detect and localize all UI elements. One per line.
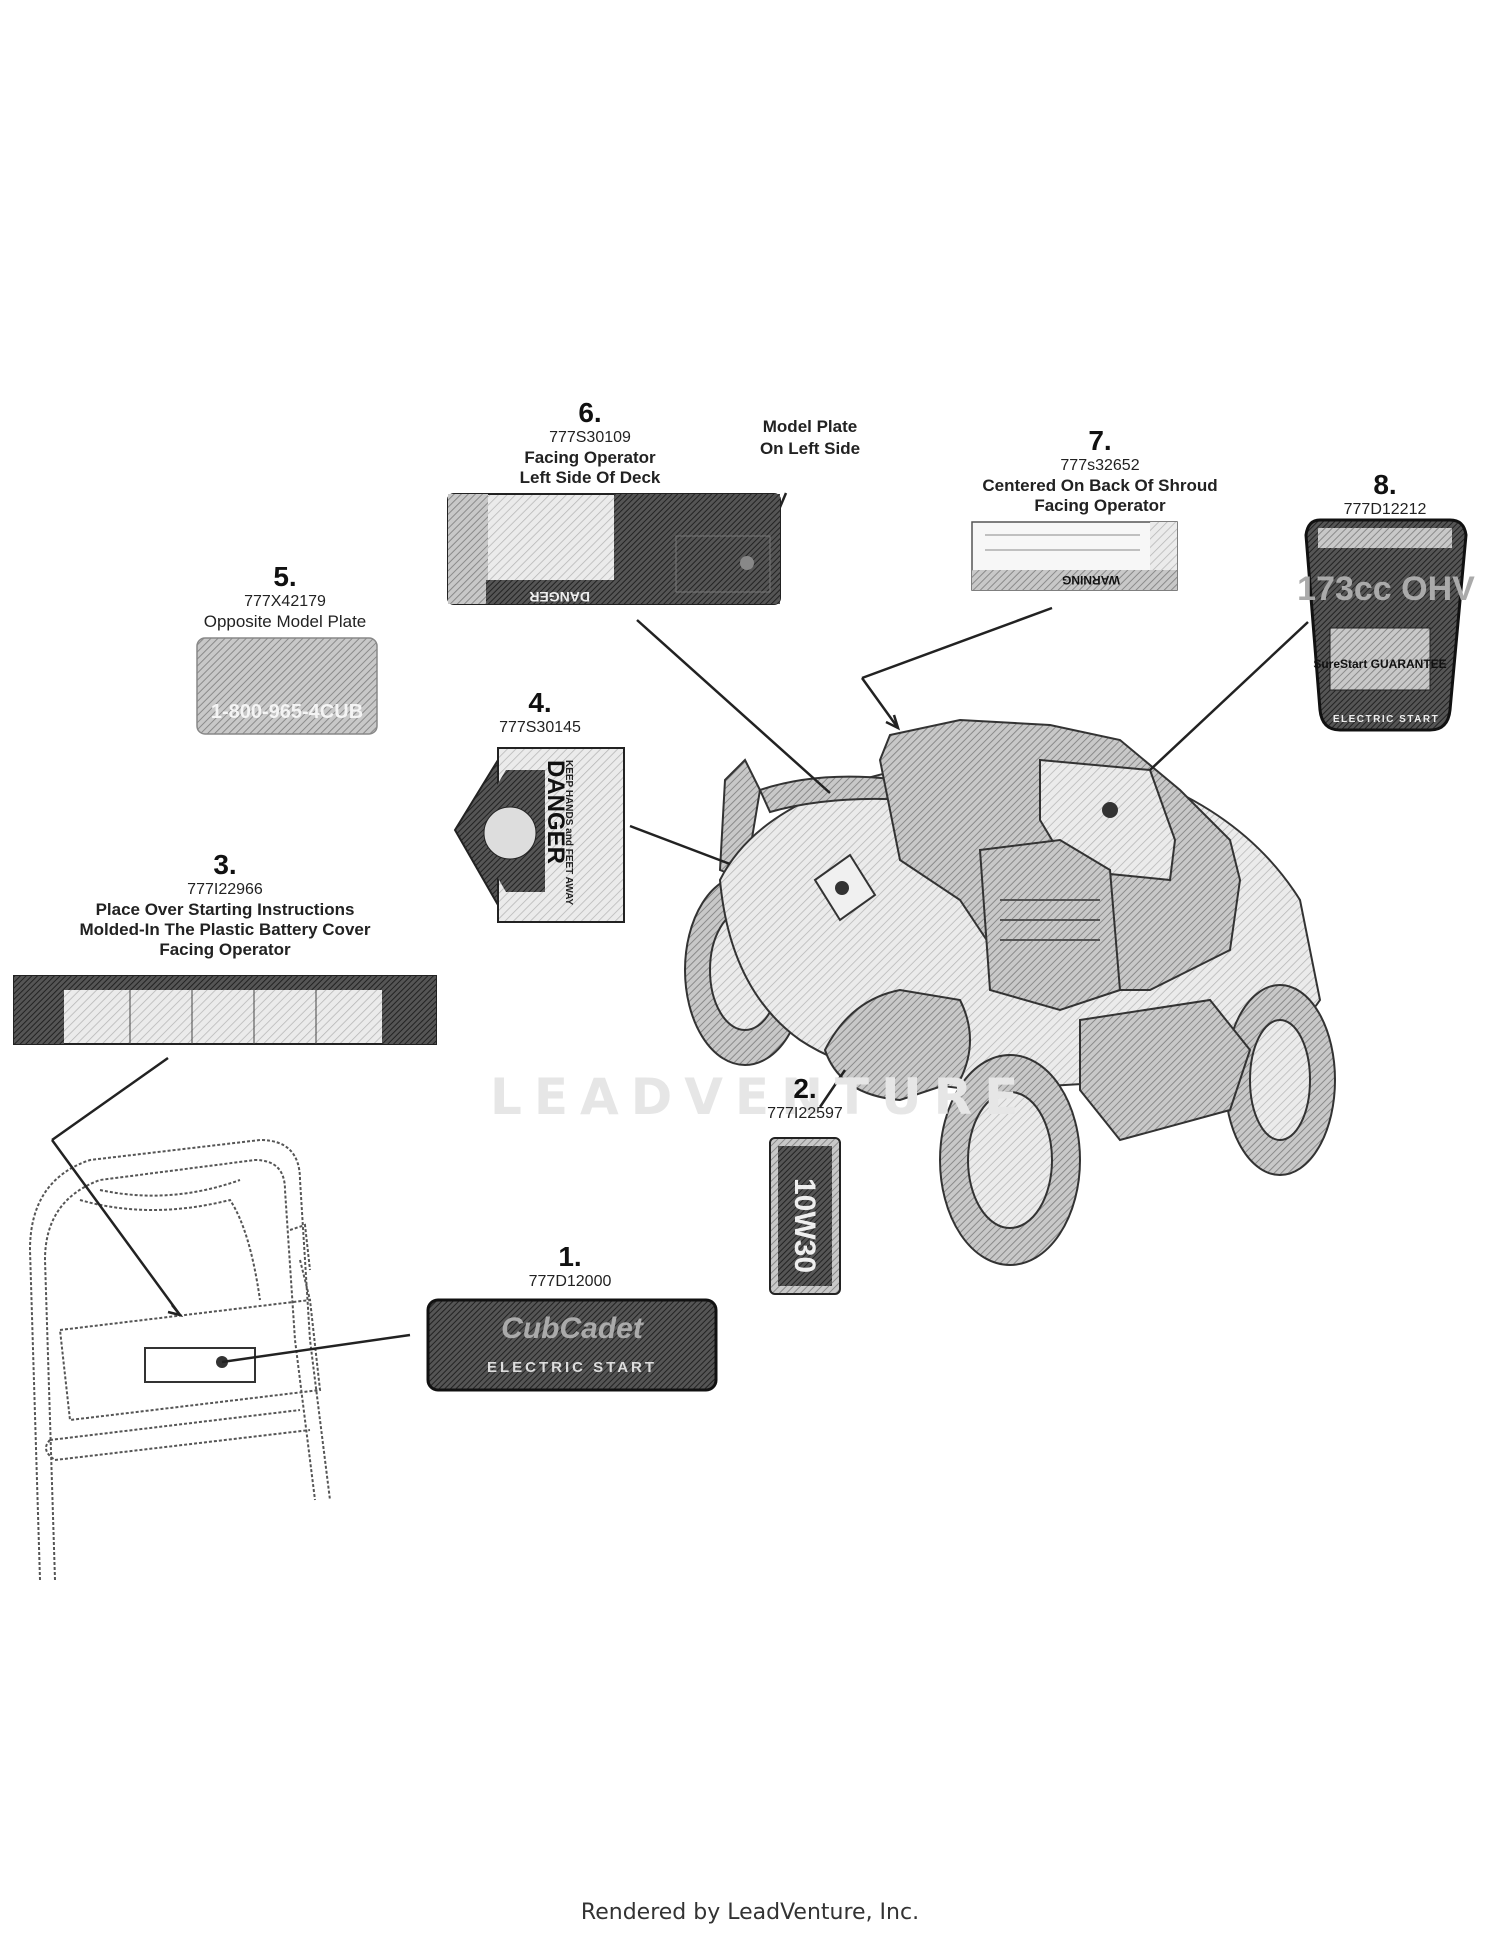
model-plate-note: Model Plate On Left Side [759,417,861,459]
label-7-warning: WARNING [971,521,1178,591]
callout-number: 6. [578,397,602,428]
part-number: 777s32652 [1060,457,1140,475]
svg-text:CubCadet: CubCadet [501,1312,645,1345]
part-number: 777X42179 [244,593,326,611]
leader-lines [50,492,1309,1364]
placement-desc: Centered On Back Of Shroud Facing Operat… [982,475,1218,515]
part-number: 777S30109 [549,429,631,447]
callout-number: 5. [273,561,297,592]
svg-text:10W30: 10W30 [788,1178,821,1273]
part-number: 777S30145 [499,719,581,737]
callout-7: 7. 777s32652 Centered On Back Of Shroud … [950,424,1250,516]
label-8-engine: 173cc OHV SureStart GUARANTEE ELECTRIC S… [1297,518,1475,732]
svg-text:DANGER: DANGER [542,760,569,864]
svg-text:173cc OHV: 173cc OHV [1297,570,1475,608]
handle-illustration [28,1138,331,1581]
part-number: 777I22597 [767,1105,843,1123]
svg-text:SureStart GUARANTEE: SureStart GUARANTEE [1313,657,1446,671]
label-4-danger: DANGER KEEP HANDS and FEET AWAY [453,747,625,923]
callout-number: 2. [793,1073,817,1104]
callout-6: 6. 777S30109 Facing Operator Left Side O… [490,396,690,488]
label-2-oil: 10W30 [769,1137,841,1295]
callout-number: 4. [528,687,552,718]
svg-text:DANGER: DANGER [529,589,590,605]
callout-3: 3. 777I22966 Place Over Starting Instruc… [40,848,410,960]
part-number: 777I22966 [187,881,263,899]
part-number: 777D12000 [528,1273,612,1291]
part-number: 777D12212 [1343,501,1427,519]
svg-text:WARNING: WARNING [1062,573,1120,587]
callout-number: 8. [1373,469,1397,500]
placement-desc: Place Over Starting Instructions Molded-… [79,899,371,959]
callout-number: 3. [213,849,237,880]
svg-text:ELECTRIC START: ELECTRIC START [1333,714,1439,725]
callout-2: 2. 777I22597 [705,1072,905,1124]
callout-number: 1. [558,1241,582,1272]
callout-5: 5. 777X42179 Opposite Model Plate [180,560,390,632]
svg-text:1-800-965-4CUB: 1-800-965-4CUB [211,701,363,723]
watermark: LEADVENTURE [490,1068,1031,1126]
svg-text:ELECTRIC START: ELECTRIC START [487,1359,657,1376]
callout-8: 8. 777D12212 [1290,468,1480,520]
label-6-danger-deck: DANGER [447,493,781,605]
callout-1: 1. 777D12000 [470,1240,670,1292]
placement-desc: Facing Operator Left Side Of Deck [519,447,661,487]
label-5-phone: 1-800-965-4CUB [196,637,378,735]
callout-number: 7. [1088,425,1112,456]
mower-illustration [684,718,1336,1266]
label-1-cubcadet: CubCadet ELECTRIC START [426,1298,718,1392]
footer-credit: Rendered by LeadVenture, Inc. [580,1900,920,1925]
placement-desc: Opposite Model Plate [203,611,367,631]
callout-4: 4. 777S30145 [460,686,620,738]
label-3-starting-instructions [13,975,437,1045]
svg-text:KEEP HANDS and FEET AWAY: KEEP HANDS and FEET AWAY [563,760,574,906]
